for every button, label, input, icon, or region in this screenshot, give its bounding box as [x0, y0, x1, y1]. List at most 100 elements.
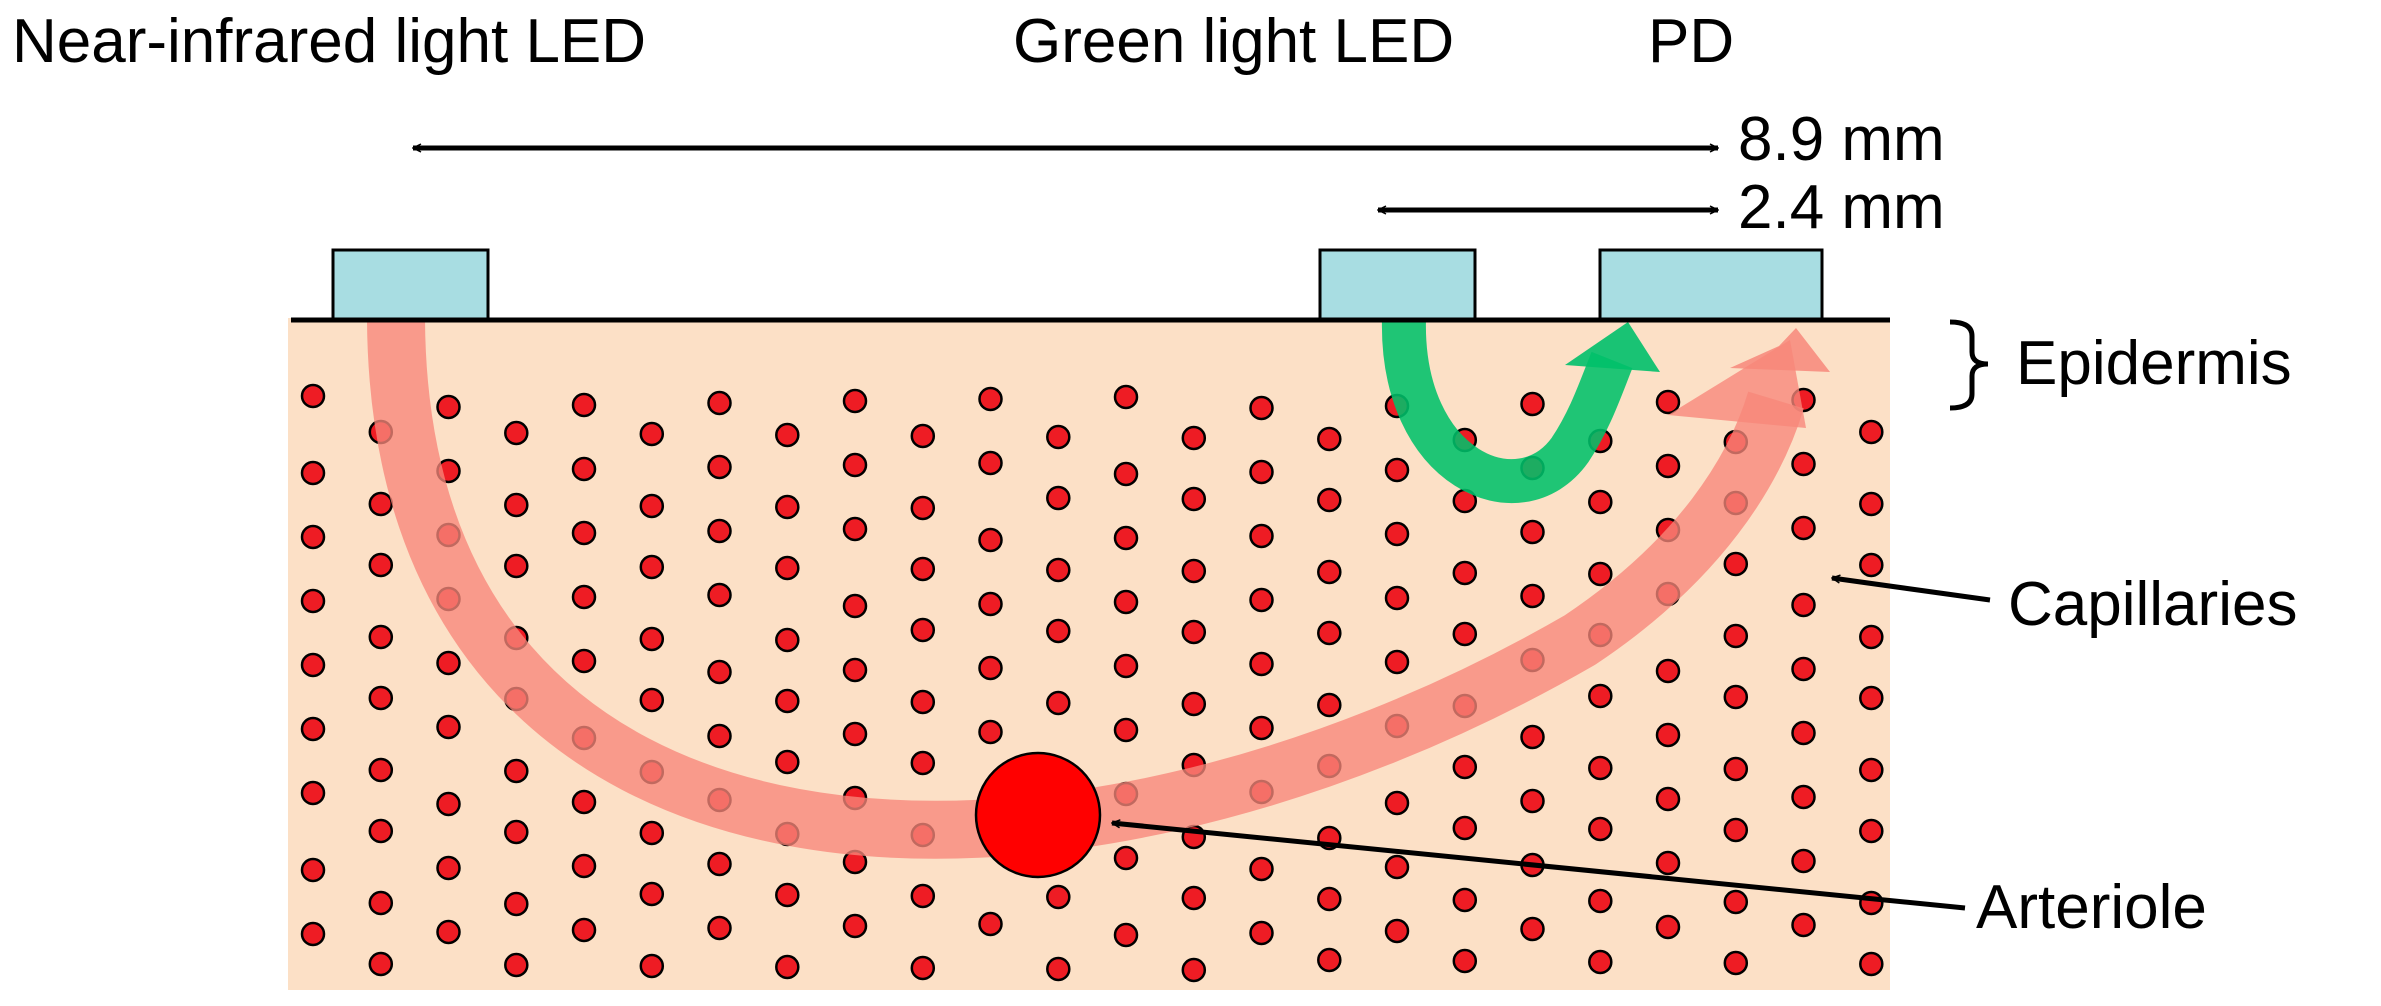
- capillary-dot: [1859, 491, 1884, 517]
- capillary-dot: [775, 422, 800, 448]
- capillaries-label: Capillaries: [2008, 570, 2297, 639]
- capillary-dot: [639, 820, 665, 846]
- capillary-dot: [300, 921, 326, 947]
- capillary-dot: [1791, 784, 1816, 810]
- capillary-dot: [1859, 419, 1884, 445]
- capillary-dot: [1181, 885, 1207, 911]
- capillary-dot: [775, 954, 800, 980]
- capillary-dot: [1655, 389, 1681, 415]
- capillary-dot: [1588, 816, 1613, 842]
- capillary-dot: [1452, 887, 1478, 913]
- capillary-dot: [1046, 956, 1071, 982]
- capillary-dot: [300, 652, 326, 678]
- capillary-dot: [1249, 395, 1274, 421]
- capillary-dot: [707, 659, 732, 685]
- capillary-dot: [1452, 621, 1478, 647]
- capillary-dot: [1791, 848, 1816, 874]
- capillary-dot: [1317, 487, 1342, 513]
- pd-label: PD: [1648, 7, 1734, 76]
- capillary-dot: [1249, 715, 1274, 741]
- capillary-dot: [300, 383, 326, 409]
- epidermis-brace: [1949, 319, 1989, 411]
- capillary-dot: [842, 657, 868, 683]
- capillary-dot: [300, 780, 326, 806]
- capillary-dot: [1384, 457, 1410, 483]
- green-led-label: Green light LED: [1013, 7, 1454, 76]
- capillary-dot: [1723, 684, 1749, 710]
- capillary-dot: [1181, 957, 1207, 983]
- capillary-dot: [1859, 890, 1884, 916]
- capillaries-group: [300, 383, 1884, 983]
- capillary-dot: [842, 721, 868, 747]
- capillary-dot: [639, 687, 665, 713]
- arteriole-pointer-arrow: [1112, 823, 1966, 911]
- capillary-dot: [504, 758, 529, 784]
- capillary-dot: [436, 650, 461, 676]
- capillary-dot: [1588, 949, 1613, 975]
- capillary-dot: [1452, 948, 1478, 974]
- capillary-dot: [1384, 790, 1410, 816]
- capillary-dot: [910, 689, 936, 715]
- capillary-dot: [1113, 922, 1139, 948]
- capillary-dot: [978, 719, 1003, 745]
- capillary-dot: [368, 890, 394, 916]
- capillary-dot: [1520, 583, 1545, 609]
- capillary-dot: [1181, 486, 1207, 512]
- arteriole-label: Arteriole: [1976, 873, 2207, 942]
- capillary-dot: [368, 491, 394, 517]
- capillary-dot: [1723, 950, 1749, 976]
- capillary-dot: [1317, 559, 1342, 585]
- capillary-dot: [368, 624, 394, 650]
- pd-sensor: [1598, 248, 1824, 321]
- arteriole: [974, 751, 1102, 879]
- capillary-dot: [436, 919, 461, 945]
- capillary-dot: [300, 716, 326, 742]
- capillary-dot: [775, 749, 800, 775]
- green-led-sensor: [1318, 248, 1477, 321]
- capillary-dot: [1791, 656, 1816, 682]
- capillary-dot: [1384, 585, 1410, 611]
- capillary-dot: [639, 881, 665, 907]
- capillary-dot: [1046, 618, 1071, 644]
- capillary-dot: [571, 520, 597, 546]
- capillary-dot: [639, 554, 665, 580]
- capillary-dot: [1317, 620, 1342, 646]
- capillary-dot: [707, 518, 732, 544]
- capillary-dot: [571, 584, 597, 610]
- capillary-dot: [571, 392, 597, 418]
- capillary-dot: [571, 853, 597, 879]
- capillary-dot: [1317, 692, 1342, 718]
- capillary-dot: [504, 420, 529, 446]
- capillary-dot: [1520, 788, 1545, 814]
- capillary-dot: [504, 891, 529, 917]
- capillary-dot: [1588, 489, 1613, 515]
- capillary-dot: [1046, 884, 1071, 910]
- nir-led-label: Near-infrared light LED: [12, 7, 646, 76]
- capillary-dot: [1046, 690, 1071, 716]
- capillary-dot: [1452, 560, 1478, 586]
- capillary-dot: [842, 388, 868, 414]
- capillary-dot: [639, 493, 665, 519]
- capillary-dot: [1113, 653, 1139, 679]
- capillary-dot: [1588, 888, 1613, 914]
- capillary-dot: [775, 688, 800, 714]
- capillary-dot: [1520, 391, 1545, 417]
- capillary-dot: [300, 588, 326, 614]
- capillary-dot: [1723, 817, 1749, 843]
- capillary-dot: [1723, 551, 1749, 577]
- capillary-dot: [775, 494, 800, 520]
- capillary-dot: [978, 527, 1003, 553]
- capillary-dot: [1655, 453, 1681, 479]
- capillary-dot: [1791, 720, 1816, 746]
- capillary-dot: [571, 648, 597, 674]
- capillary-dot: [1249, 587, 1274, 613]
- capillary-dot: [1046, 557, 1071, 583]
- capillary-dot: [1181, 619, 1207, 645]
- capillary-dot: [1588, 755, 1613, 781]
- capillary-dot: [842, 452, 868, 478]
- capillary-dot: [1655, 722, 1681, 748]
- capillary-dot: [978, 450, 1003, 476]
- capillary-dot: [910, 556, 936, 582]
- capillary-dot: [1520, 724, 1545, 750]
- capillary-dot: [1249, 459, 1274, 485]
